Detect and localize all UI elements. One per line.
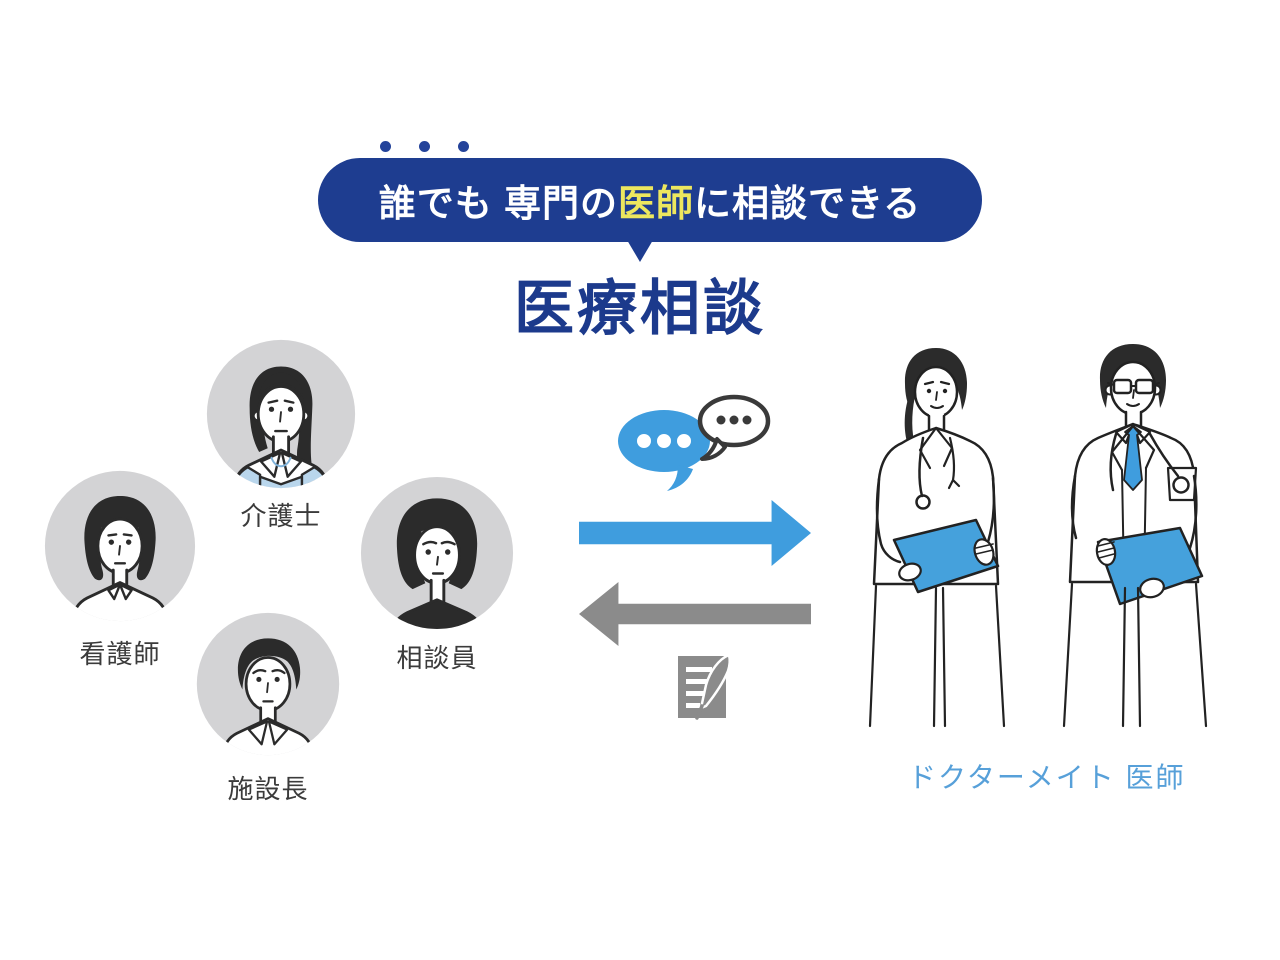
banner-highlight-text: 医師 (618, 183, 694, 224)
headline-banner: 誰でも 専門の医師に相談できる (318, 158, 982, 242)
document-pen-icon (678, 653, 731, 720)
avatar-label-caregiver: 介護士 (240, 501, 322, 531)
avatar-label-counselor: 相談員 (396, 643, 478, 673)
avatar-label-facility-director: 施設長 (227, 774, 309, 804)
banner-text: に相談できる (694, 183, 922, 224)
arrow-right-icon (579, 500, 811, 566)
arrow-left-icon (579, 582, 811, 646)
male-doctor-illustration (1062, 344, 1208, 728)
female-doctor-illustration (868, 348, 1006, 728)
counselor-illustration (360, 476, 514, 630)
nurse-illustration (44, 470, 196, 622)
dot-icon (380, 141, 391, 152)
banner-pointer (627, 240, 653, 262)
banner-text: 誰でも 専門の (378, 183, 618, 224)
avatar-counselor: 相談員 (359, 475, 515, 673)
dot-icon (458, 141, 469, 152)
caregiver-illustration (206, 339, 356, 489)
avatar-label-nurse: 看護師 (79, 639, 161, 669)
dot-icon (419, 141, 430, 152)
doctors-illustration (868, 344, 1208, 728)
doctors-label: ドクターメイト 医師 (908, 762, 1186, 793)
ellipsis-dots (380, 141, 469, 152)
facility-director-illustration (196, 612, 340, 756)
avatar-nurse: 看護師 (43, 469, 197, 669)
page-title: 医療相談 (514, 275, 766, 342)
avatar-caregiver: 介護士 (205, 338, 357, 531)
avatar-facility-director: 施設長 (195, 611, 341, 804)
chat-bubbles-icon (618, 394, 771, 491)
